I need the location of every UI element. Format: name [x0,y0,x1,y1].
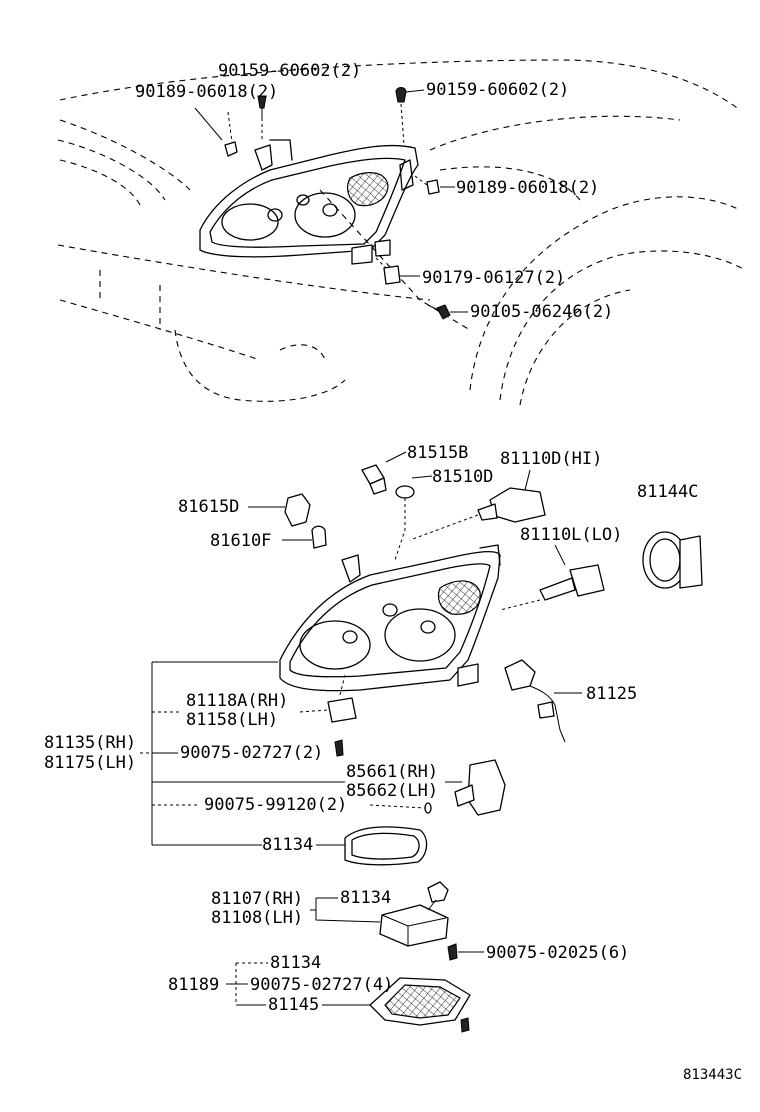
label-90189-06018-b: 90189-06018(2) [456,178,599,198]
label-81118a-rh: 81118A(RH) [186,691,288,711]
ballast-computer [379,881,458,961]
leaders-bottom [226,897,484,1006]
leaders-top [194,89,468,313]
label-90075-02727-4: 90075-02727(4) [250,975,393,995]
label-90159-60602-a: 90159-60602(2) [218,61,361,81]
label-90075-99120: 90075-99120(2) [204,795,347,815]
leaders-middle [140,451,582,846]
label-81144c: 81144C [637,482,698,502]
label-81125: 81125 [586,684,637,704]
headlamp-unit-exploded [279,544,501,692]
label-81110d-hi: 81110D(HI) [500,449,602,469]
fasteners-top [224,87,451,320]
label-81175-lh: 81175(LH) [44,753,136,773]
label-85661-rh: 85661(RH) [346,762,438,782]
label-90159-60602-b: 90159-60602(2) [426,80,569,100]
wiring-connector [504,659,566,743]
small-parts-middle [327,697,506,866]
label-85662-lh: 85662(LH) [346,781,438,801]
diagram-reference-code: 813443C [683,1067,742,1083]
label-81107-rh: 81107(RH) [211,889,303,909]
label-81108-lh: 81108(LH) [211,908,303,928]
vehicle-front-outline [57,59,746,406]
headlamp-assembly-installed [199,139,419,265]
label-81134-c: 81134 [270,953,321,973]
label-81135-rh: 81135(RH) [44,733,136,753]
label-81615d: 81615D [178,497,239,517]
label-90105-06246: 90105-06246(2) [470,302,613,322]
label-81134-a: 81134 [262,835,313,855]
label-90179-06127: 90179-06127(2) [422,268,565,288]
label-81610f: 81610F [210,531,271,551]
label-81515b: 81515B [407,443,468,463]
label-81134-b: 81134 [340,888,391,908]
label-81145: 81145 [268,995,319,1015]
headlamp-cover [369,977,471,1033]
label-81158-lh: 81158(LH) [186,710,278,730]
bulbs-and-sockets [284,464,703,601]
label-81510d: 81510D [432,467,493,487]
label-90189-06018-a: 90189-06018(2) [135,82,278,102]
label-90075-02025: 90075-02025(6) [486,943,629,963]
label-81189: 81189 [168,975,219,995]
label-81110l-lo: 81110L(LO) [520,525,622,545]
label-90075-02727-2: 90075-02727(2) [180,743,323,763]
